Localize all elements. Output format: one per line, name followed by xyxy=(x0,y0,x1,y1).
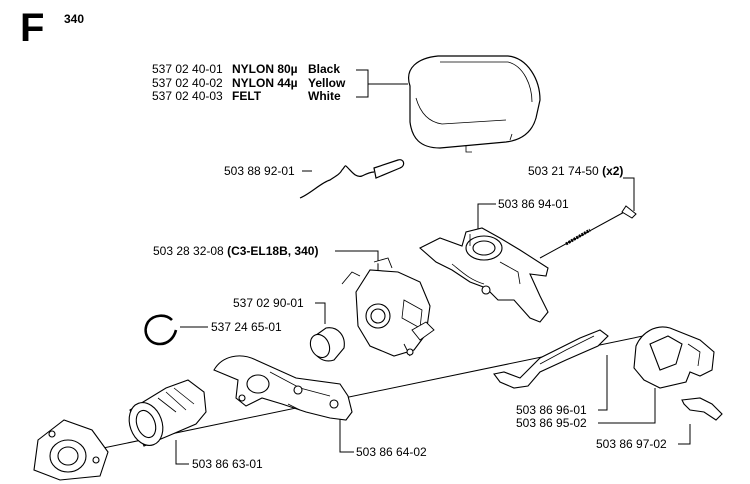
label-carb-holder: 503 86 94-01 xyxy=(498,197,569,211)
screw xyxy=(539,205,637,259)
carburettor-note: (C3-EL18B, 340) xyxy=(227,244,319,258)
label-snap-ring: 537 24 65-01 xyxy=(211,320,282,334)
filter-part-number: 537 02 40-01 xyxy=(152,62,223,76)
air-filter-cover xyxy=(408,55,541,153)
label-throttle-lever: 503 86 96-01 xyxy=(516,403,587,417)
label-carburettor: 503 28 32-08 (C3-EL18B, 340) xyxy=(153,244,318,258)
filter-material: NYLON 80µ xyxy=(232,62,298,76)
leader-screw xyxy=(623,177,635,211)
carburettor xyxy=(341,257,435,357)
filter-option-2: 537 02 40-02 NYLON 44µ Yellow xyxy=(152,75,346,91)
carburettor-part-number: 503 28 32-08 xyxy=(153,244,224,258)
intake-flange xyxy=(213,355,353,421)
filter-option-1: 537 02 40-01 NYLON 80µ Black xyxy=(152,62,345,77)
leader-filter-bracket xyxy=(356,69,408,98)
filter-part-number: 537 02 40-02 xyxy=(152,75,223,90)
snap-ring xyxy=(144,314,178,346)
section-letter: F xyxy=(20,6,45,50)
filter-color: Black xyxy=(308,62,341,76)
air-filter-options: 537 02 40-01 NYLON 80µ Black 537 02 40-02 N… xyxy=(152,62,346,104)
throttle-lever xyxy=(493,329,609,389)
label-intake-boot: 503 86 63-01 xyxy=(192,457,263,471)
filter-color: Yellow xyxy=(308,75,346,90)
screw-part-number: 503 21 74-50 xyxy=(528,164,599,178)
filter-part-number: 537 02 40-03 xyxy=(152,89,223,103)
leader-intake-boot xyxy=(175,440,189,465)
sleeve xyxy=(309,327,345,362)
return-spring xyxy=(681,397,723,421)
label-lever: 503 86 95-02 xyxy=(516,416,587,430)
end-flange xyxy=(33,419,109,481)
filter-option-3: 537 02 40-03 FELT White xyxy=(152,89,345,104)
leader-flange xyxy=(339,413,354,453)
leader-carburettor xyxy=(335,250,379,270)
label-screw: 503 21 74-50 (x2) xyxy=(528,164,623,178)
label-sleeve: 537 02 90-01 xyxy=(233,296,304,310)
leader-sleeve xyxy=(315,302,326,324)
leader-lever xyxy=(598,388,656,424)
leader-carb-holder xyxy=(477,203,496,236)
intake-boot xyxy=(128,379,207,447)
choke-rod xyxy=(299,159,405,199)
leader-throttle-lever xyxy=(598,355,608,411)
choke-lever-cover xyxy=(633,326,715,389)
filter-color: White xyxy=(308,89,341,103)
screw-quantity: (x2) xyxy=(602,164,624,178)
filter-material: FELT xyxy=(232,89,262,103)
leader-spring xyxy=(678,424,691,445)
carb-holder xyxy=(419,227,549,323)
label-flange: 503 86 64-02 xyxy=(356,445,427,459)
label-choke-rod: 503 88 92-01 xyxy=(224,164,295,178)
filter-material: NYLON 44µ xyxy=(232,75,298,90)
section-code: 340 xyxy=(64,12,85,26)
label-spring: 503 86 97-02 xyxy=(596,437,667,451)
